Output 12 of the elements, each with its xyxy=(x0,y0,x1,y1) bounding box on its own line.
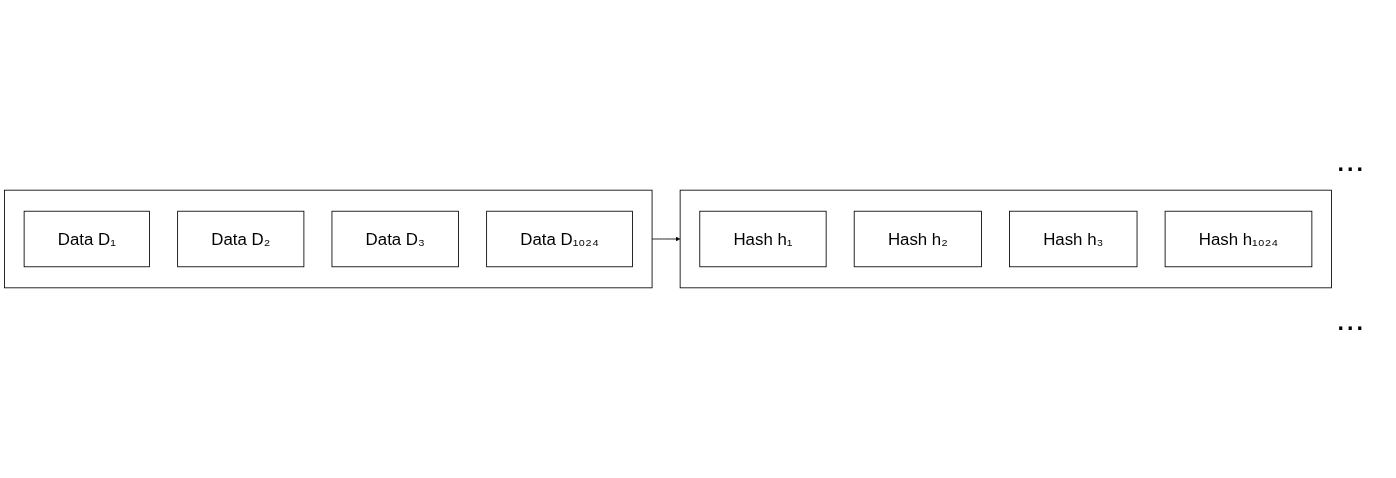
node-box: Hash h₁₀₂₄ xyxy=(1164,210,1313,268)
node-box: Data D₃ xyxy=(331,210,459,268)
node-box: Hash h₁ xyxy=(699,210,827,268)
ellipsis-text: ... xyxy=(1336,140,1366,179)
cluster xyxy=(4,189,653,289)
node-box: Hash h₃ xyxy=(1009,210,1138,268)
node-box: Data D₂ xyxy=(177,210,305,268)
cluster xyxy=(679,189,1332,289)
node-box: Hash h₂ xyxy=(853,210,982,268)
node-box: Data D₁₀₂₄ xyxy=(486,210,633,268)
node-box: Data D₁ xyxy=(23,210,150,268)
ellipsis-text: ... xyxy=(1336,299,1366,338)
